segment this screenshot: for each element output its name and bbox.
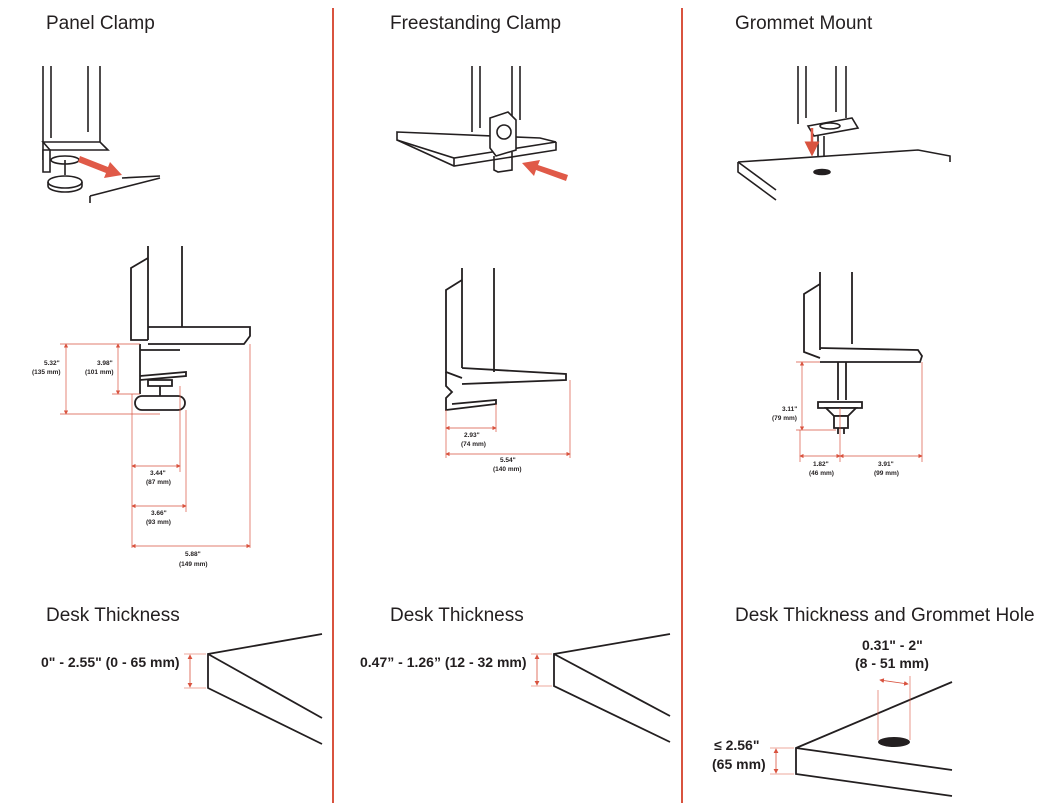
grommet-thickness-mm-label: (65 mm) bbox=[712, 756, 766, 772]
panel-clamp-h1-mm-label: (135 mm) bbox=[32, 369, 61, 376]
freestanding-clamp-title: Freestanding Clamp bbox=[390, 13, 562, 34]
grommet-desk-thickness-title: Desk Thickness and Grommet Hole bbox=[735, 605, 1035, 626]
freestanding-clamp-dimension-lines bbox=[445, 380, 571, 458]
column-divider-right bbox=[681, 8, 683, 803]
panel-desk-thickness-title: Desk Thickness bbox=[46, 605, 180, 626]
freestanding-w2-mm-label: (140 mm) bbox=[493, 466, 522, 473]
grommet-w2-label: 3.91" bbox=[878, 461, 894, 468]
panel-clamp-w2-label: 3.66" bbox=[151, 510, 167, 517]
grommet-mount-dimension-lines bbox=[796, 361, 923, 462]
panel-clamp-w3-label: 5.88" bbox=[185, 551, 201, 558]
grommet-hole bbox=[878, 737, 910, 747]
grommet-mount-iso-illustration bbox=[737, 66, 951, 201]
panel-clamp-dimension-lines bbox=[60, 343, 251, 549]
freestanding-clamp-arrow-icon bbox=[522, 160, 568, 181]
panel-clamp-title: Panel Clamp bbox=[46, 13, 155, 34]
freestanding-w1-label: 2.93" bbox=[464, 432, 480, 439]
grommet-h1-label: 3.11" bbox=[782, 406, 797, 413]
panel-clamp-w2-mm-label: (93 mm) bbox=[146, 519, 171, 526]
freestanding-thickness-label: 0.47” - 1.26” (12 - 32 mm) bbox=[360, 654, 527, 670]
grommet-mount-side-illustration bbox=[803, 272, 923, 434]
panel-clamp-arrow-icon bbox=[78, 156, 122, 178]
panel-thickness-label: 0" - 2.55" (0 - 65 mm) bbox=[41, 654, 180, 670]
freestanding-desk-slab bbox=[553, 633, 671, 743]
freestanding-clamp-iso-illustration bbox=[396, 66, 557, 173]
grommet-mount-title: Grommet Mount bbox=[735, 13, 873, 34]
grommet-w1-label: 1.82" bbox=[813, 461, 829, 468]
panel-clamp-iso-illustration bbox=[41, 66, 161, 203]
panel-clamp-h2-label: 3.98" bbox=[97, 360, 113, 367]
grommet-h1-mm-label: (79 mm) bbox=[772, 415, 797, 422]
column-divider-left bbox=[332, 8, 334, 803]
freestanding-desk-thickness-title: Desk Thickness bbox=[390, 605, 524, 626]
panel-desk-slab bbox=[207, 633, 323, 745]
panel-clamp-side-illustration bbox=[130, 246, 251, 411]
panel-clamp-h1-label: 5.32" bbox=[44, 360, 60, 367]
freestanding-clamp-side-illustration bbox=[445, 268, 567, 412]
grommet-hole-arrow bbox=[879, 678, 909, 686]
panel-clamp-w1-mm-label: (87 mm) bbox=[146, 479, 171, 486]
panel-clamp-w3-mm-label: (149 mm) bbox=[179, 561, 208, 568]
grommet-hole-label: 0.31" - 2" bbox=[862, 637, 923, 653]
grommet-desk-slab bbox=[795, 681, 953, 797]
grommet-w2-mm-label: (99 mm) bbox=[874, 470, 899, 477]
grommet-w1-mm-label: (46 mm) bbox=[809, 470, 834, 477]
freestanding-w2-label: 5.54" bbox=[500, 457, 516, 464]
panel-clamp-w1-label: 3.44" bbox=[150, 470, 166, 477]
grommet-thickness-label: ≤ 2.56" bbox=[714, 737, 759, 753]
grommet-hole-mm-label: (8 - 51 mm) bbox=[855, 655, 929, 671]
panel-clamp-h2-mm-label: (101 mm) bbox=[85, 369, 114, 376]
freestanding-w1-mm-label: (74 mm) bbox=[461, 441, 486, 448]
